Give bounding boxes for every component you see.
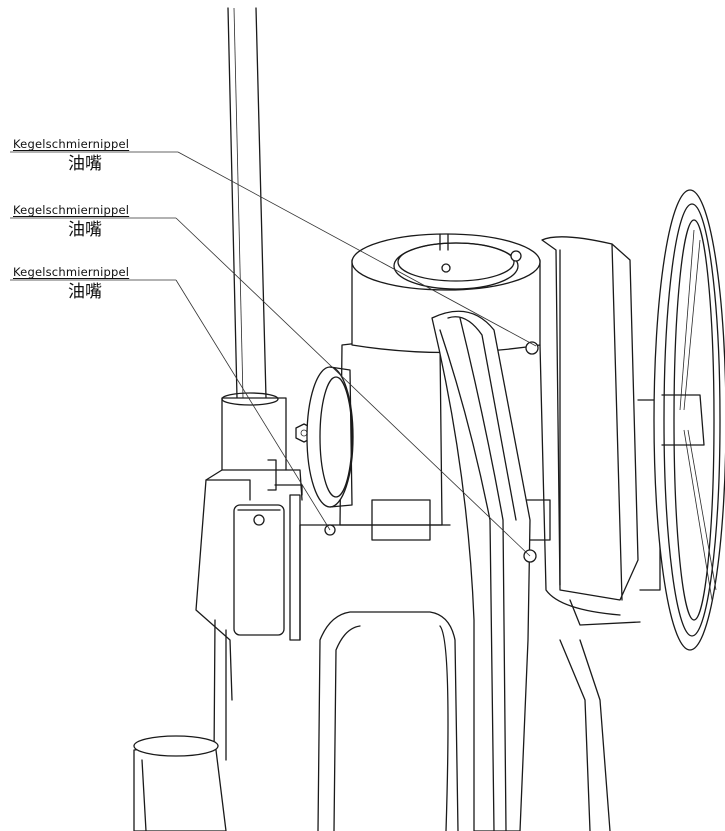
leader-lines: [10, 151, 537, 557]
belt: [431, 310, 539, 831]
callout-3-label-zh: 油嘴: [68, 282, 102, 302]
callout-1-label-de: Kegelschmiernippel: [13, 137, 130, 151]
central-hub: [299, 334, 551, 641]
callout-2-label-zh: 油嘴: [68, 220, 102, 240]
hand-wheel: [653, 189, 725, 651]
left-housing: [195, 392, 313, 821]
callout-2-label-de: Kegelschmiernippel: [13, 203, 130, 217]
callout-3: Kegelschmiernippel 油嘴: [13, 265, 129, 303]
lower-base: [317, 611, 611, 831]
right-pulley: [539, 236, 661, 626]
callout-2: Kegelschmiernippel 油嘴: [13, 203, 129, 241]
bottom-roller: [133, 735, 227, 831]
callout-1: Kegelschmiernippel 油嘴: [13, 137, 129, 175]
callout-1-label-zh: 油嘴: [68, 154, 102, 174]
handle-pole: [227, 7, 267, 399]
callout-3-label-de: Kegelschmiernippel: [13, 265, 130, 279]
